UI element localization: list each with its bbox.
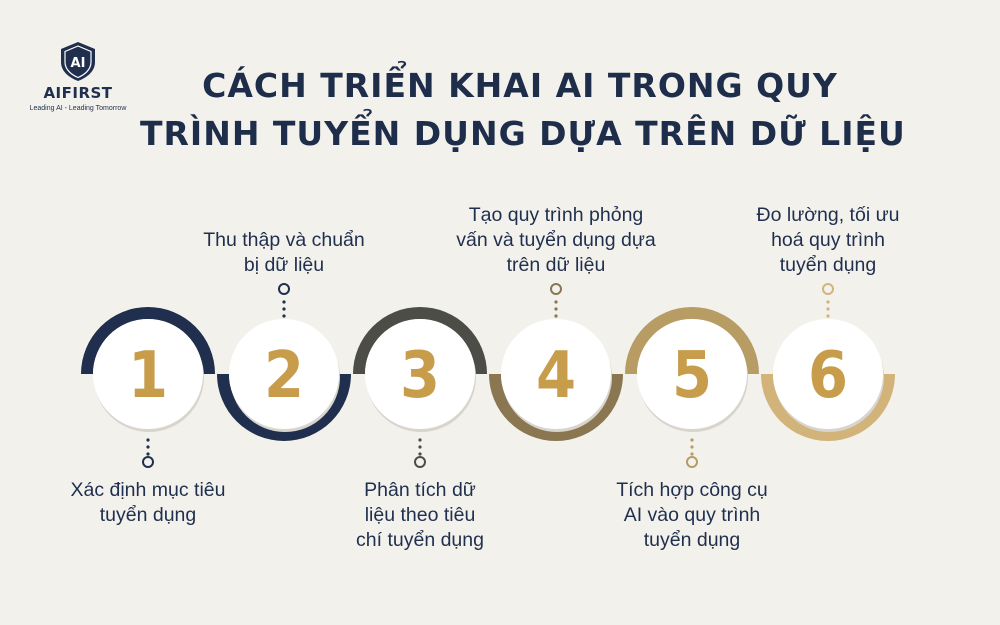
step-5: 5: [625, 307, 759, 468]
step-3-arc: [353, 307, 487, 374]
step-1-marker-ring: [142, 456, 154, 468]
step-6-connector-dot: [826, 307, 830, 311]
step-1-label-line: tuyển dụng: [99, 504, 197, 526]
step-4: 4: [489, 283, 623, 441]
step-1-arc: [81, 307, 215, 374]
step-6-label-line: hoá quy trình: [771, 229, 885, 251]
step-2-connector-dot: [282, 300, 286, 304]
brand-tagline: Leading AI - Leading Tomorrow: [29, 105, 127, 112]
step-1-label-line: Xác định mục tiêu: [70, 479, 226, 501]
step-2-label-line: bị dữ liệu: [243, 254, 325, 276]
page-title: CÁCH TRIỂN KHAI AI TRONG QUY TRÌNH TUYỂN…: [140, 62, 906, 158]
step-2: 2: [217, 283, 351, 441]
step-2-circle: [229, 319, 339, 429]
step-5-label-line: tuyển dụng: [643, 529, 741, 551]
step-3-label-line: liệu theo tiêu: [364, 504, 476, 526]
step-5-arc: [625, 307, 759, 374]
step-1-number: 1: [128, 339, 168, 413]
step-3-connector-dot: [418, 452, 422, 456]
step-3: 3: [353, 307, 487, 468]
step-3-number: 3: [400, 339, 440, 413]
step-4-connector-dot: [554, 307, 558, 311]
step-4-arc: [489, 374, 623, 441]
step-5-marker-ring: [686, 456, 698, 468]
step-1-connector-dot: [146, 452, 150, 456]
step-3-connector-dot: [418, 445, 422, 449]
title-line-2: TRÌNH TUYỂN DỤNG DỰA TRÊN DỮ LIỆU: [140, 114, 906, 153]
brand-name: AIFIRST: [43, 84, 113, 102]
step-5-connector-dot: [690, 452, 694, 456]
step-4-circle: [501, 319, 611, 429]
step-6-number: 6: [808, 339, 848, 413]
shield-emblem-icon: AI: [61, 42, 95, 81]
step-1-connector-dot: [146, 438, 150, 442]
step-2-number: 2: [264, 339, 304, 413]
step-3-connector-dot: [418, 438, 422, 442]
step-1-connector-dot: [146, 445, 150, 449]
step-2-marker-ring: [278, 283, 290, 295]
step-2-connector-dot: [282, 307, 286, 311]
step-3-circle: [365, 319, 475, 429]
brand-logo: AI AIFIRST Leading AI - Leading Tomorrow: [28, 40, 128, 112]
step-3-label-line: chí tuyển dụng: [356, 529, 484, 551]
step-4-label-line: Tạo quy trình phỏng: [468, 204, 644, 226]
step-5-number: 5: [672, 339, 712, 413]
step-3-label-line: Phân tích dữ: [364, 479, 476, 501]
step-6-label: Đo lường, tối ưu hoá quy trình tuyển dụng: [708, 203, 948, 278]
step-1-label: Xác định mục tiêu tuyển dụng: [28, 478, 268, 528]
step-6-label-line: tuyển dụng: [779, 254, 877, 276]
step-5-connector-dot: [690, 445, 694, 449]
step-6-connector-dot: [826, 314, 830, 318]
step-4-label: Tạo quy trình phỏng vấn và tuyển dụng dựa…: [436, 203, 676, 278]
step-5-connector-dot: [690, 438, 694, 442]
step-4-number: 4: [536, 339, 576, 413]
step-4-marker-ring: [550, 283, 562, 295]
step-6-arc: [761, 374, 895, 441]
step-6-circle: [773, 319, 883, 429]
step-6: 6: [761, 283, 895, 441]
step-5-label: Tích hợp công cụ AI vào quy trình tuyển dụ…: [572, 478, 812, 553]
step-2-label: Thu thập và chuẩn bị dữ liệu: [164, 228, 404, 278]
step-5-label-line: Tích hợp công cụ: [616, 479, 768, 501]
step-3-marker-ring: [414, 456, 426, 468]
step-2-label-line: Thu thập và chuẩn: [203, 229, 365, 251]
step-2-connector-dot: [282, 314, 286, 318]
step-6-label-line: Đo lường, tối ưu: [756, 204, 900, 226]
step-6-marker-ring: [822, 283, 834, 295]
step-3-label: Phân tích dữ liệu theo tiêu chí tuyển dụng: [300, 478, 540, 553]
step-6-connector-dot: [826, 300, 830, 304]
step-1: 1: [81, 307, 215, 468]
step-5-circle: [637, 319, 747, 429]
title-line-1: CÁCH TRIỂN KHAI AI TRONG QUY: [202, 66, 838, 105]
step-2-arc: [217, 374, 351, 441]
step-4-connector-dot: [554, 314, 558, 318]
step-1-circle: [93, 319, 203, 429]
step-4-label-line: trên dữ liệu: [506, 254, 606, 276]
emblem-text: AI: [71, 56, 86, 71]
step-4-label-line: vấn và tuyển dụng dựa: [456, 229, 656, 251]
step-5-label-line: AI vào quy trình: [623, 504, 761, 526]
step-4-connector-dot: [554, 300, 558, 304]
